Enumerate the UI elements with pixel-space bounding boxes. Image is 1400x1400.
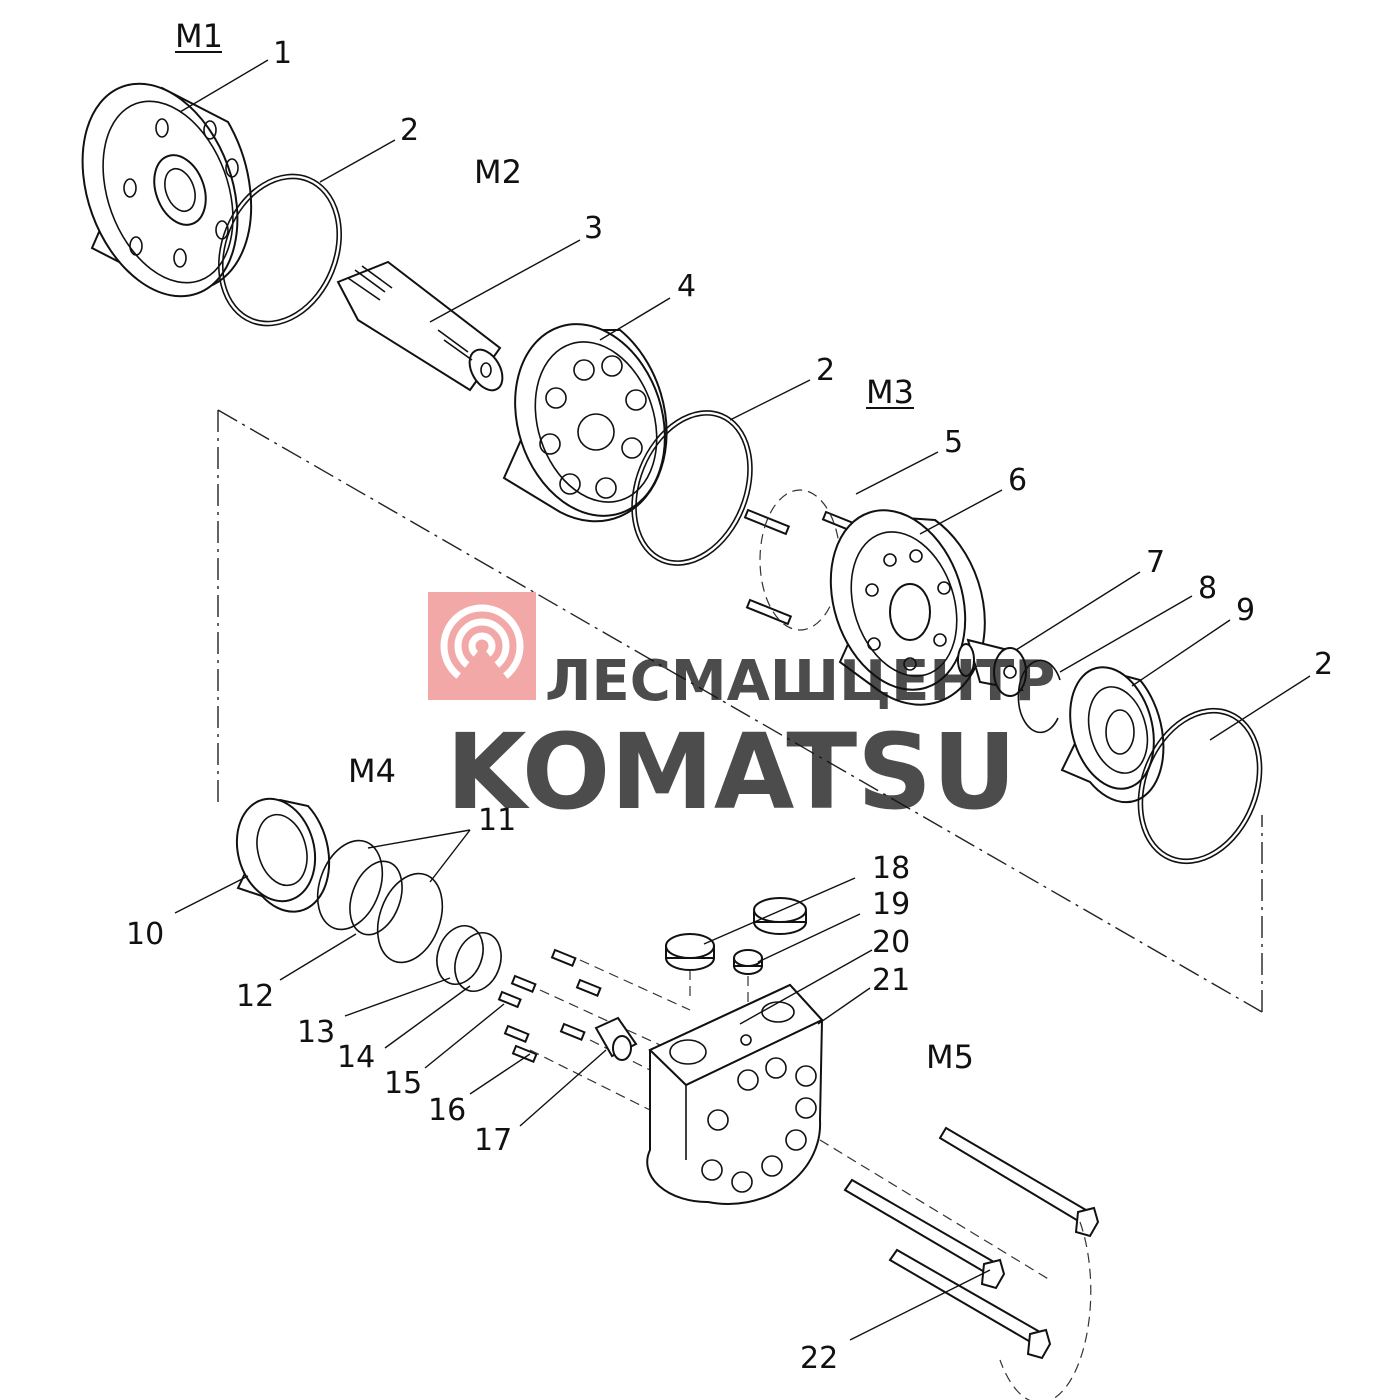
part-number: 20 (872, 925, 910, 960)
group-label-m1: M1 (175, 17, 223, 55)
part-1-end-housing (81, 82, 253, 298)
part-9-bearing (1060, 666, 1165, 804)
part-number: 21 (872, 963, 910, 998)
group-label-m2: M2 (474, 153, 522, 191)
part-number: 7 (1146, 545, 1165, 580)
part-12-ring (349, 860, 403, 936)
assembly-chain-line (217, 409, 1263, 1013)
group-labels: M1 M2 M3 M4 M5 (175, 17, 974, 1076)
part-number: 18 (872, 851, 910, 886)
part-10-bearing (235, 797, 331, 913)
part-19-plug (733, 949, 763, 1030)
group-label-m3: M3 (866, 373, 914, 411)
group-label-m4: M4 (348, 752, 396, 790)
part-4-gear-set (502, 323, 668, 523)
part-13-ring (436, 925, 484, 985)
part-15-16-screws (497, 948, 691, 1111)
part-21-housing (646, 983, 824, 1205)
part-number: 16 (428, 1093, 466, 1128)
part-number-labels: 1 2 3 4 2 5 6 7 8 9 2 11 10 12 13 14 15 … (126, 36, 1333, 1376)
part-number: 11 (478, 803, 516, 838)
watermark: ЛЕСМАШЦЕНТР KOMATSU (428, 592, 1055, 833)
leader-lines (174, 59, 1311, 1341)
watermark-text-komatsu: KOMATSU (446, 711, 1017, 833)
part-number: 1 (273, 36, 292, 71)
part-number: 6 (1008, 463, 1027, 498)
part-7-drive-gear (957, 638, 1027, 697)
part-2-o-ring-b (631, 410, 753, 566)
part-11-ring-b (376, 872, 444, 964)
part-11-ring-a (316, 839, 384, 931)
part-number: 17 (474, 1123, 512, 1158)
part-number: 10 (126, 917, 164, 952)
part-22-bolts (819, 1126, 1100, 1400)
part-6-valve-plate (829, 509, 986, 706)
part-14-ring (454, 932, 502, 992)
part-number: 4 (677, 269, 696, 304)
part-number: 12 (236, 979, 274, 1014)
part-number: 2 (400, 113, 419, 148)
part-2-o-ring-c (1137, 707, 1263, 865)
part-number: 13 (297, 1015, 335, 1050)
part-number: 14 (337, 1040, 375, 1075)
part-number: 22 (800, 1341, 838, 1376)
part-number: 5 (944, 425, 963, 460)
part-3-spline-shaft (336, 260, 504, 392)
group-label-m5: M5 (926, 1038, 974, 1076)
part-17-sleeve (594, 1016, 638, 1061)
part-number: 8 (1198, 571, 1217, 606)
part-2-o-ring-a (217, 173, 343, 327)
part-8-snap-ring (1017, 659, 1061, 734)
part-number: 3 (584, 211, 603, 246)
part-number: 15 (384, 1066, 422, 1101)
part-number: 9 (1236, 593, 1255, 628)
part-number: 2 (1314, 647, 1333, 682)
part-number: 2 (816, 353, 835, 388)
watermark-text-lesmash: ЛЕСМАШЦЕНТР (545, 649, 1055, 714)
part-number: 19 (872, 887, 910, 922)
